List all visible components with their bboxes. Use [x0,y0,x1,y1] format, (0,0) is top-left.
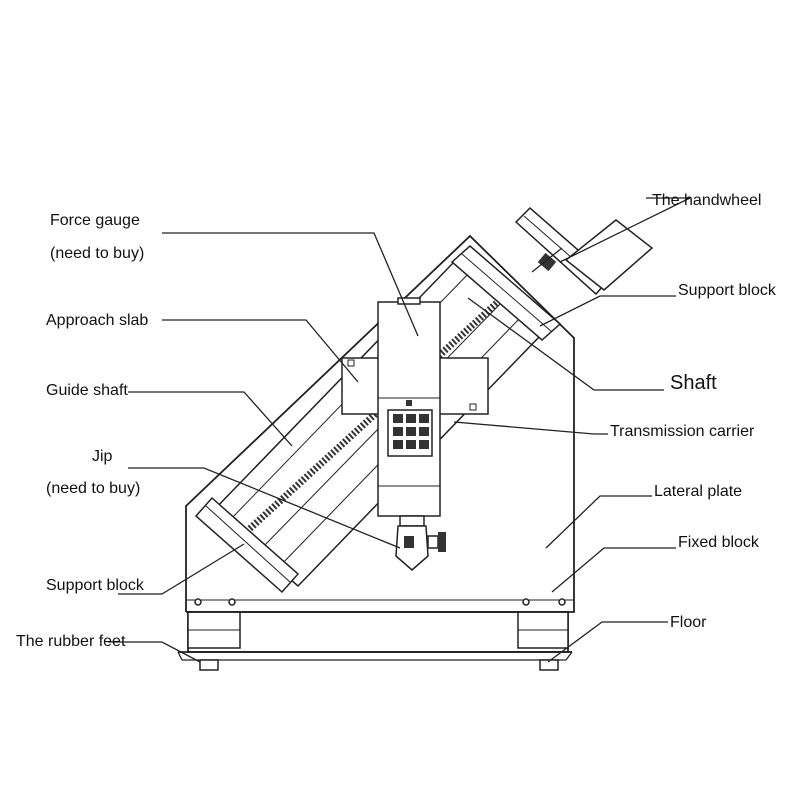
label-shaft: Shaft [670,372,717,394]
label-lateral-plate: Lateral plate [654,483,743,500]
support-block-lower [194,496,300,594]
force-gauge-body [377,297,441,517]
label-transmission-carrier: Transmission carrier [610,423,755,440]
label-floor: Floor [670,614,707,631]
label-handwheel: The handwheel [652,192,762,209]
label-support-block-left: Support block [46,577,144,594]
lateral-plate [185,234,575,613]
label-guide-shaft: Guide shaft [46,382,128,399]
label-approach-slab: Approach slab [46,312,149,329]
fixed-blocks [187,611,569,649]
label-rubber-feet: The rubber feet [16,633,126,650]
support-block-upper [450,245,562,341]
label-support-block-right: Support block [678,282,776,299]
keypad [393,414,429,449]
rubber-feet [199,659,559,671]
label-jip: Jip [92,448,113,465]
label-force-gauge: Force gauge [50,212,140,229]
label-fixed-block: Fixed block [678,534,759,551]
label-force-gauge-note: (need to buy) [50,245,145,262]
handwheel [514,206,654,296]
jig [395,515,446,571]
label-jip-note: (need to buy) [46,480,141,497]
leader-lines [108,197,691,663]
inclined-rail [210,260,542,588]
